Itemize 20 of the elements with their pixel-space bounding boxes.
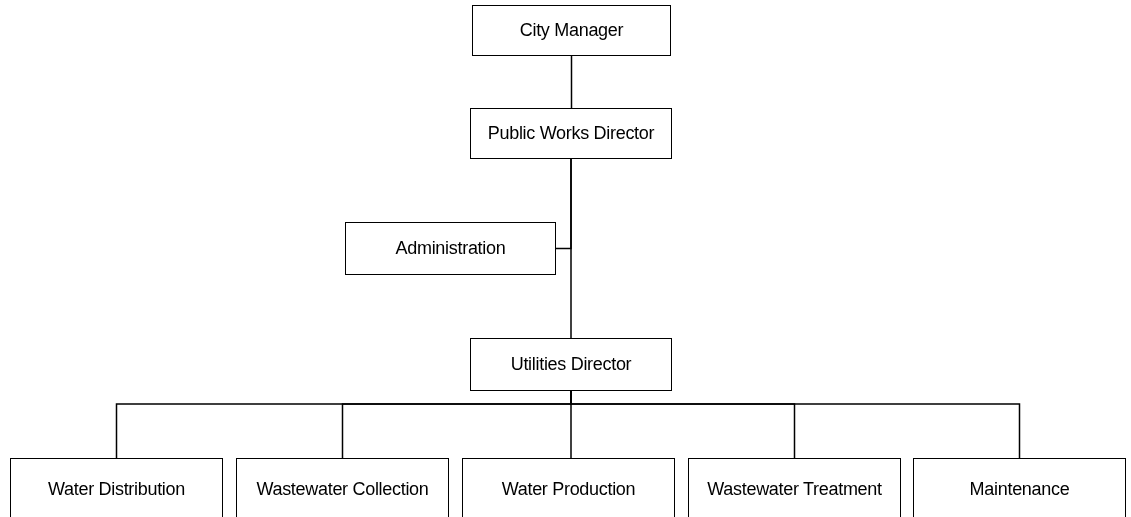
- org-box: [345, 222, 556, 275]
- box-label: Wastewater Treatment: [707, 478, 882, 500]
- connector-line: [570, 158, 572, 339]
- org-box: [913, 458, 1126, 517]
- org-box: [462, 458, 675, 517]
- org-box: [236, 458, 449, 517]
- box-label: City Manager: [519, 20, 624, 41]
- org-box: [472, 5, 671, 56]
- box-label: Utilities Director: [510, 354, 632, 375]
- box-label: Water Distribution: [48, 478, 185, 500]
- box-label: Wastewater Collection: [256, 478, 429, 500]
- connector-line: [570, 55, 573, 109]
- box-label: Water Production: [501, 478, 636, 500]
- box-label: Administration: [395, 238, 506, 259]
- box-label: Maintenance: [969, 478, 1070, 500]
- org-box: [688, 458, 901, 517]
- org-box: [10, 458, 223, 517]
- org-box: [470, 338, 672, 391]
- org-box: [470, 108, 672, 159]
- box-label: Public Works Director: [487, 123, 655, 144]
